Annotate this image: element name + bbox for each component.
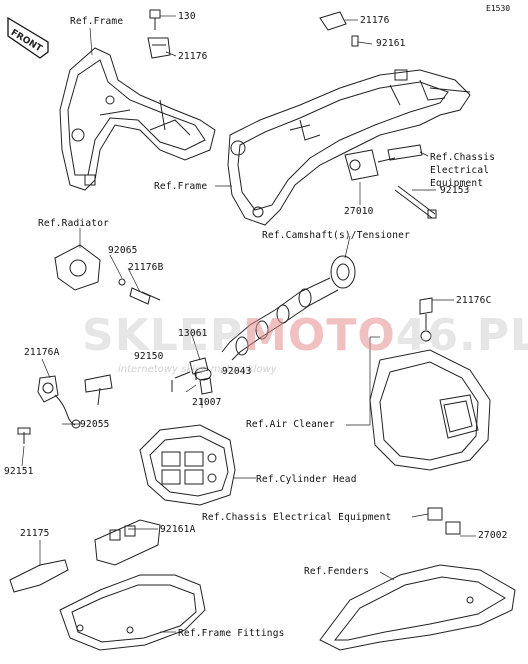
watermark-brand-a: SKLEP (82, 310, 244, 361)
watermark-brand: SKLEPMOTO46.PL (82, 310, 528, 361)
label-92150: 92150 (134, 351, 164, 362)
label-ref-chassis-full: Ref.Chassis Electrical Equipment (202, 512, 392, 523)
label-ref-radiator: Ref.Radiator (38, 218, 110, 229)
frame-left-drawing (59, 47, 216, 191)
label-ref-fenders: Ref.Fenders (304, 566, 370, 577)
watermark-tagline: internetowy sklep motocyklowy (118, 364, 277, 375)
front-arrow-icon (7, 16, 49, 59)
label-21176-top: 21176 (360, 15, 390, 26)
label-92153: 92153 (440, 185, 470, 196)
label-92151: 92151 (4, 466, 34, 477)
label-ref-chassis-3: Equipment (430, 178, 484, 189)
label-92161: 92161 (376, 38, 406, 49)
label-ref-frame-top: Ref.Frame (70, 16, 124, 27)
diagram-code: E1530 (486, 4, 511, 13)
label-21176c: 21176C (456, 295, 492, 306)
label-ref-camshaft: Ref.Camshaft(s)/Tensioner (262, 230, 410, 241)
label-92055: 92055 (80, 419, 110, 430)
leader-lines (21, 15, 476, 633)
label-ref-frame-mid: Ref.Frame (154, 181, 208, 192)
label-21007: 21007 (192, 397, 222, 408)
label-21176-left: 21176 (178, 51, 208, 62)
label-27002: 27002 (478, 530, 508, 541)
label-ref-frame-fittings: Ref.Frame Fittings (178, 628, 285, 639)
sensor-21176-left-drawing (147, 9, 171, 59)
camshaft-drawing (221, 255, 356, 361)
bracket-21175-drawing (9, 519, 206, 651)
label-ref-air-cleaner: Ref.Air Cleaner (246, 419, 335, 430)
label-27010: 27010 (344, 206, 374, 217)
frame-right-drawing (227, 69, 471, 226)
label-ref-chassis-2: Electrical (430, 165, 490, 176)
solenoid-27010-drawing (344, 144, 437, 219)
label-ref-chassis-1: Ref.Chassis (430, 152, 496, 163)
label-ref-cylinder-head: Ref.Cylinder Head (256, 474, 357, 485)
label-21176a: 21176A (24, 347, 60, 358)
label-92161a: 92161A (160, 524, 196, 535)
label-92043: 92043 (222, 366, 252, 377)
label-130: 130 (178, 11, 196, 22)
label-21176b: 21176B (128, 262, 164, 273)
label-92065: 92065 (108, 245, 138, 256)
sensor-21176-top-drawing (319, 11, 359, 47)
label-13061: 13061 (178, 328, 208, 339)
sensor-21176a-drawing (17, 374, 113, 444)
fender-drawing (319, 507, 516, 651)
watermark-brand-b: MOTO (243, 310, 396, 361)
label-21175: 21175 (20, 528, 50, 539)
watermark-brand-c: 46.PL (395, 310, 528, 361)
air-cleaner-drawing (369, 297, 491, 471)
cylinder-head-drawing (139, 424, 236, 506)
